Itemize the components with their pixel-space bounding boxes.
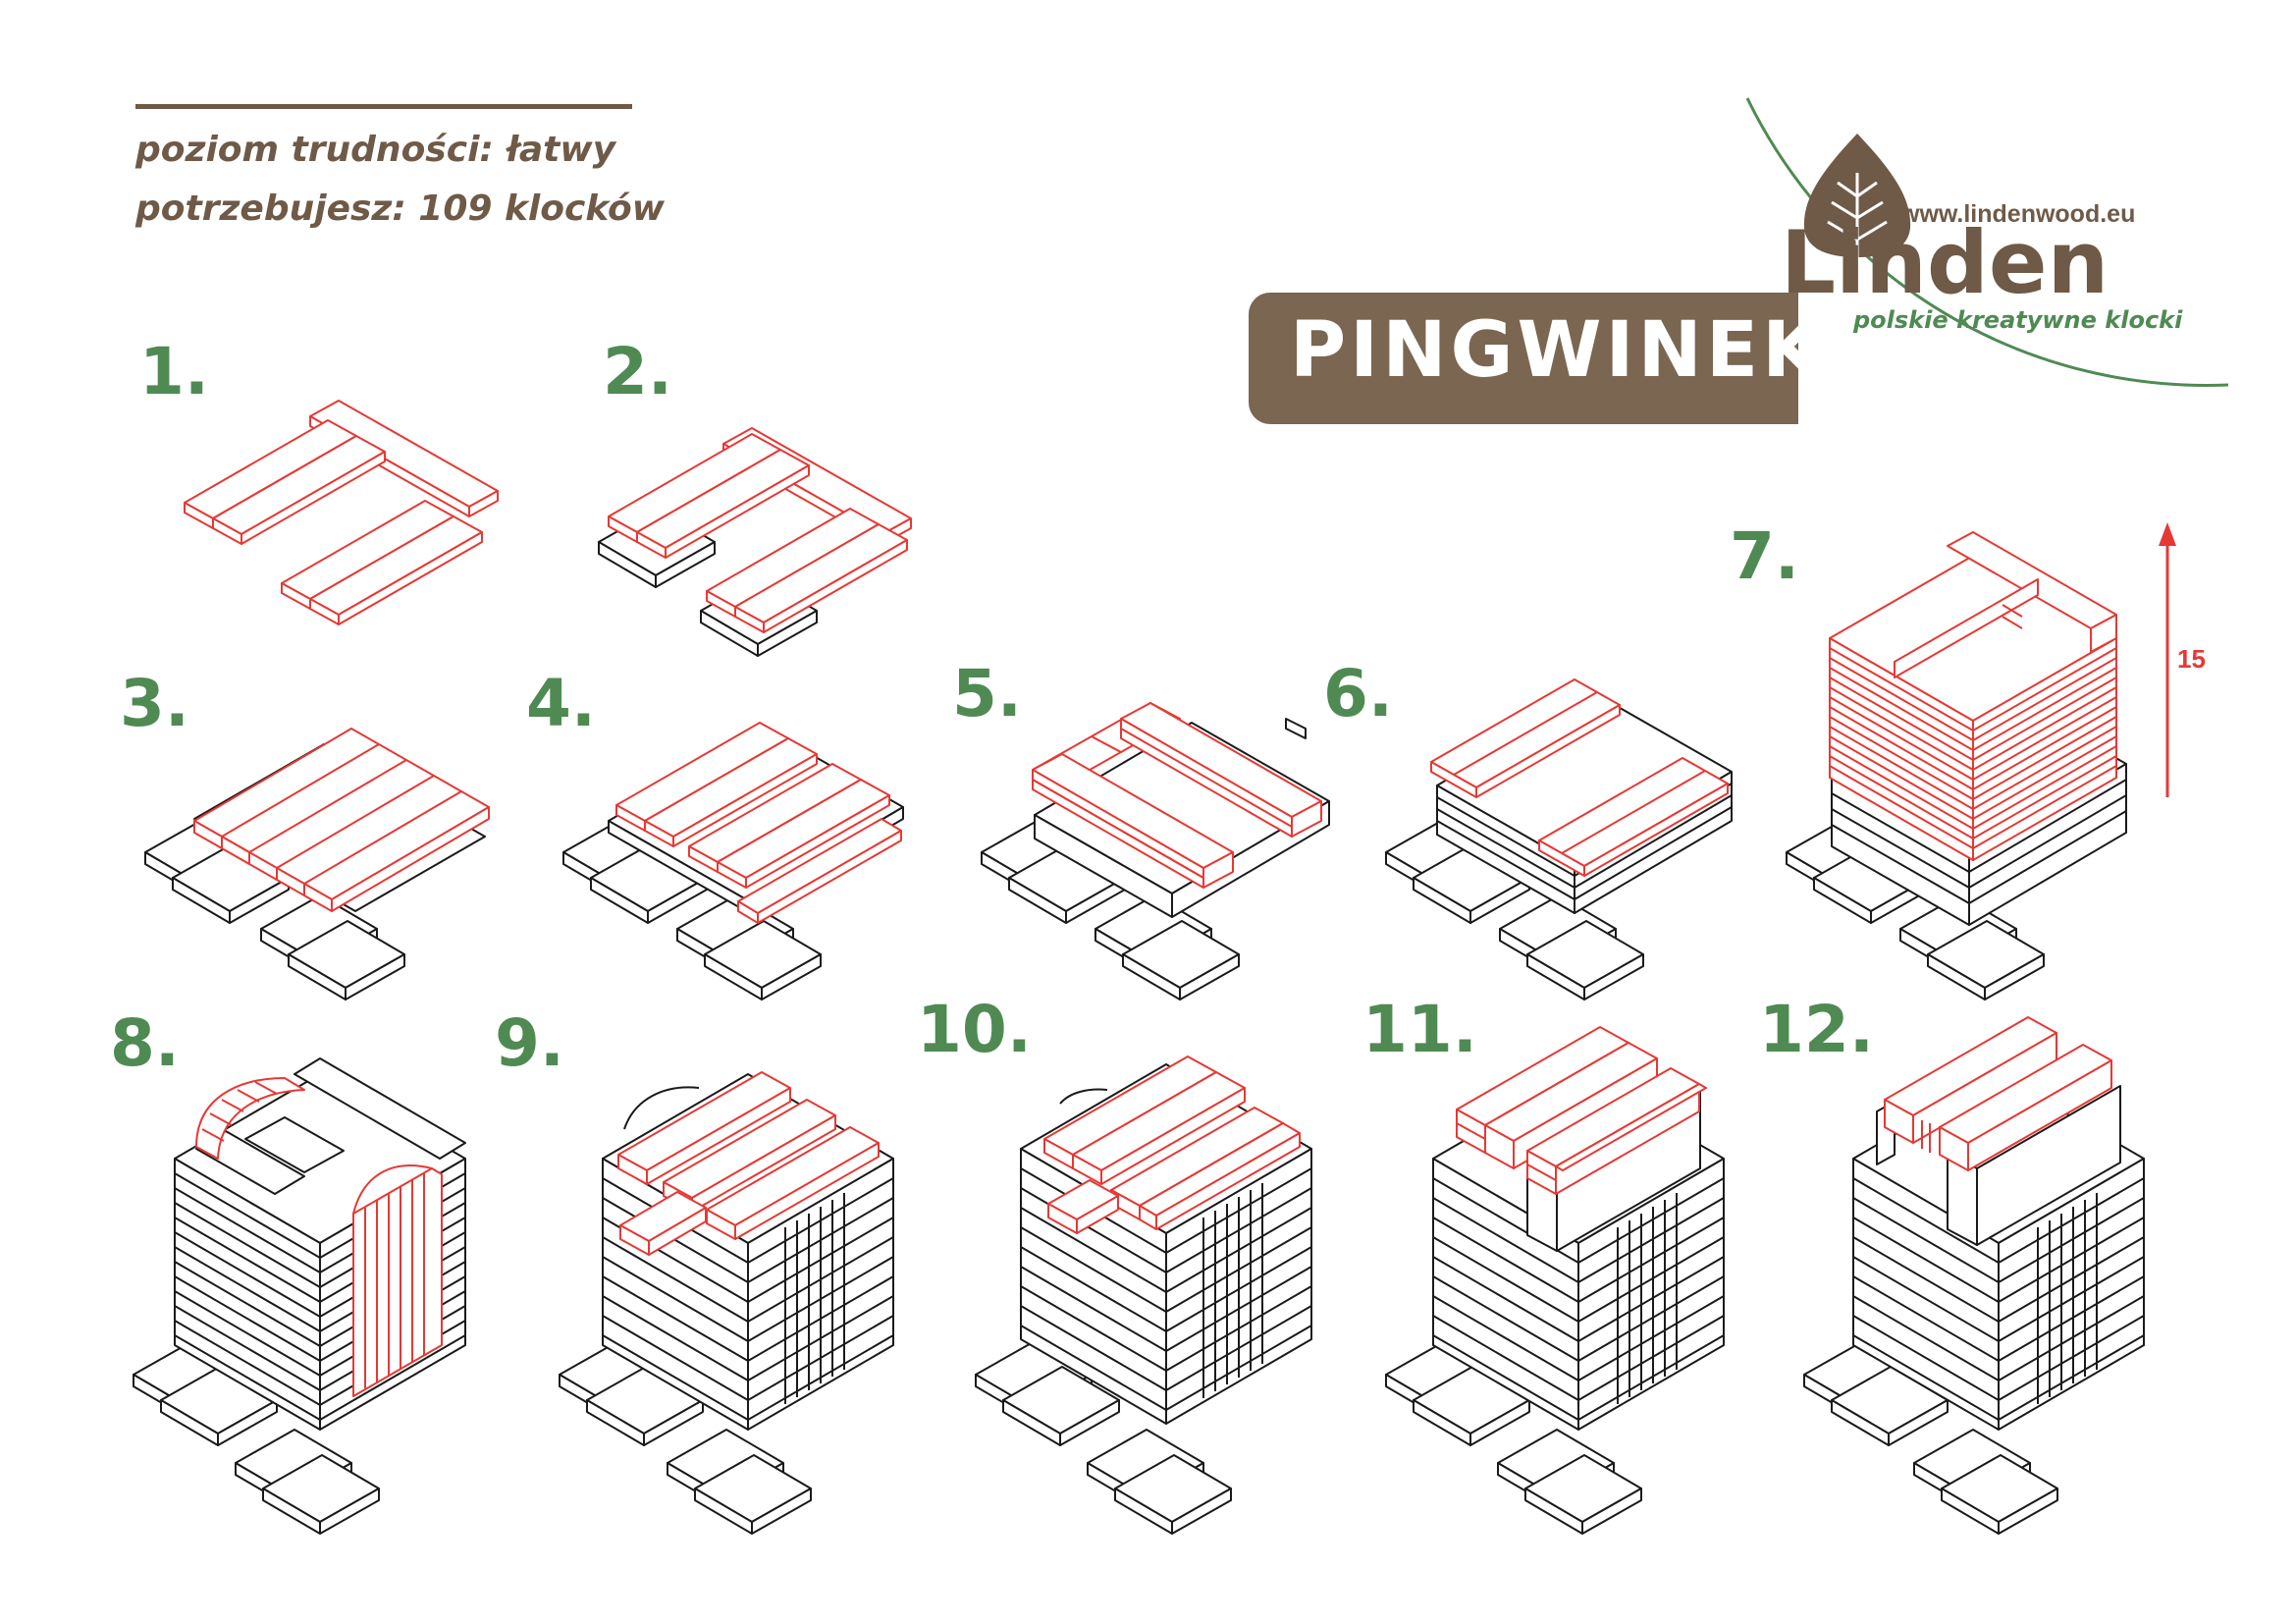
step-number-7: 7. (1730, 518, 1799, 594)
step-number-4: 4. (526, 666, 596, 741)
step-9-illustration (559, 1071, 894, 1535)
step-number-8: 8. (110, 1005, 180, 1081)
step-number-3: 3. (120, 666, 189, 741)
step-number-5: 5. (952, 656, 1022, 731)
header-rule (135, 104, 632, 109)
title-bar (1249, 293, 1798, 424)
blocks-needed-text: potrzebujesz: 109 klocków (135, 189, 665, 229)
step-7-illustration (1786, 531, 2127, 1001)
logo-tagline: polskie kreatywne klocki (1852, 306, 2183, 334)
step-number-2: 2. (603, 334, 672, 409)
step-number-12: 12. (1759, 992, 1874, 1067)
arrow-up-icon (2159, 522, 2176, 797)
step-6-illustration (1385, 678, 1733, 1001)
step-8-illustration (133, 1057, 466, 1535)
step-1-illustration (184, 400, 499, 625)
step-number-1: 1. (139, 334, 209, 409)
step-4-illustration (562, 722, 904, 1001)
step-number-6: 6. (1323, 656, 1393, 731)
step-10-illustration (975, 1056, 1312, 1535)
difficulty-text: poziom trudności: łatwy (135, 130, 616, 170)
step-number-9: 9. (495, 1005, 564, 1081)
height-label: 15 (2177, 644, 2206, 674)
page-title: PINGWINEK (1290, 306, 1826, 395)
step-2-illustration (598, 427, 912, 657)
step-11-illustration (1385, 1026, 1725, 1535)
step-5-illustration (981, 702, 1330, 1001)
step-3-illustration (144, 728, 490, 1001)
step-number-10: 10. (917, 992, 1032, 1067)
leaf-icon (1803, 134, 1911, 257)
step-12-illustration (1803, 1016, 2145, 1535)
logo-url: www.lindenwood.eu (1899, 200, 2135, 228)
logo: www.lindenwood.eu Linden polskie kreatyw… (1745, 97, 2229, 387)
logo-brand: Linden (1781, 212, 2109, 313)
step-number-11: 11. (1362, 992, 1477, 1067)
